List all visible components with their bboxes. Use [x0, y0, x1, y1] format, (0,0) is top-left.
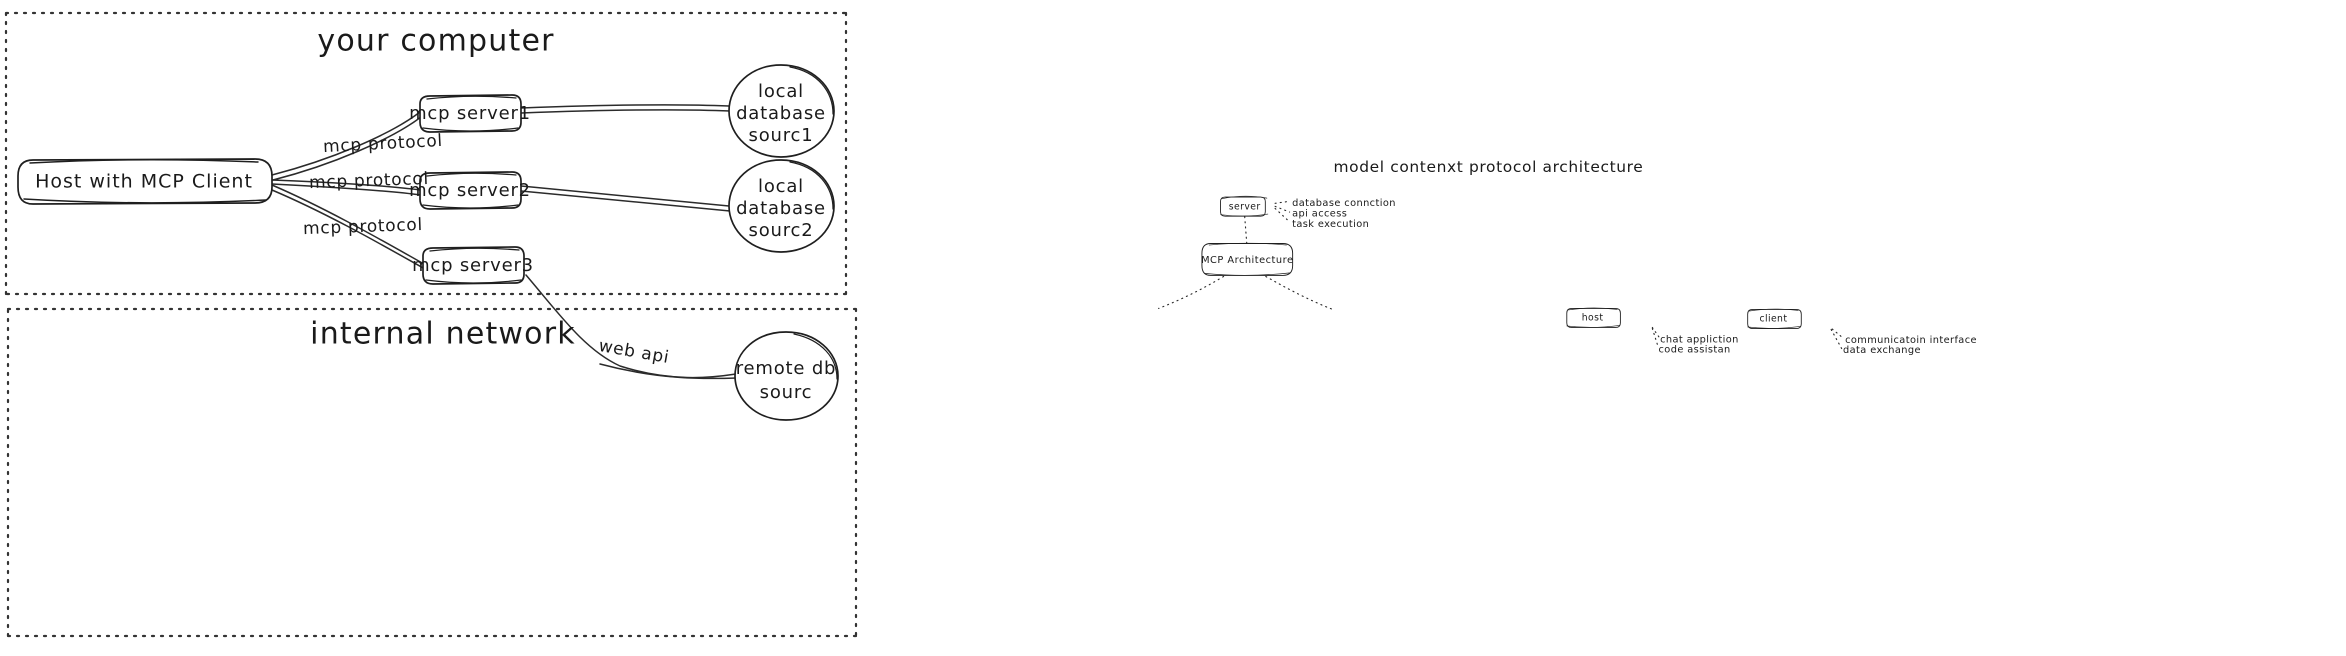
node-label-mcp-architecture: MCP Architecture: [1201, 255, 1293, 266]
annotation-host: chat appliction code assistan: [1659, 334, 1739, 355]
edge-host-server3: [271, 184, 426, 270]
node-mcp-server1[interactable]: mcp server1: [409, 94, 531, 133]
node-label-local-db-1-line1: local: [758, 81, 804, 102]
annotation-leaders-host: [1651, 326, 1661, 349]
annotation-server-line2: api access: [1292, 209, 1347, 220]
node-label-local-db-2-line2: database: [736, 198, 826, 219]
node-mcp-server3[interactable]: mcp server3: [412, 246, 534, 285]
annotation-client-line1: communicatoin interface: [1845, 335, 1977, 346]
node-host-right[interactable]: host: [1566, 307, 1621, 328]
node-local-db-2[interactable]: local database sourc2: [728, 159, 835, 253]
node-label-remote-db-line1: remote db: [736, 358, 837, 379]
node-mcp-server2[interactable]: mcp server2: [409, 171, 531, 210]
edge-server-to-architecture: [1244, 216, 1248, 245]
node-label-server: server: [1229, 201, 1261, 212]
edge-host-server1: [271, 111, 422, 181]
node-label-mcp-server2: mcp server2: [409, 180, 531, 201]
edge-server1-db1: [520, 104, 731, 114]
edge-label-mcp-protocol-2: mcp protocol: [309, 169, 429, 193]
node-label-local-db-1-line3: sourc1: [749, 125, 814, 146]
node-host-with-mcp-client[interactable]: Host with MCP Client: [17, 158, 273, 205]
annotation-client-line2: data exchange: [1843, 345, 1921, 356]
container-title-internal-network: internal network: [310, 317, 576, 352]
edge-server2-db2: [520, 185, 731, 212]
edge-architecture-to-client: [1265, 275, 1334, 311]
annotation-host-line2: code assistan: [1659, 345, 1731, 356]
annotation-server: database connction api access task execu…: [1292, 198, 1396, 230]
node-label-local-db-2-line1: local: [758, 176, 804, 197]
edge-server3-remotedb: [525, 274, 738, 380]
annotation-leaders-server: [1274, 200, 1291, 223]
right-diagram-title: model contenxt protocol architecture: [1333, 158, 1643, 176]
edge-host-server2: [271, 179, 422, 196]
annotation-server-line1: database connction: [1292, 198, 1396, 209]
node-client[interactable]: client: [1747, 308, 1802, 329]
node-label-mcp-server3: mcp server3: [412, 255, 534, 276]
right-diagram: model contenxt protocol architecture: [1158, 158, 1977, 356]
node-label-client: client: [1759, 314, 1787, 325]
node-remote-db[interactable]: remote db sourc: [734, 331, 839, 421]
edge-label-mcp-protocol-1: mcp protocol: [323, 131, 444, 157]
node-label-remote-db-line2: sourc: [760, 382, 813, 403]
annotation-host-line1: chat appliction: [1660, 334, 1739, 345]
edge-label-mcp-protocol-3: mcp protocol: [303, 215, 423, 239]
node-server[interactable]: server: [1220, 195, 1269, 217]
node-label-host-right: host: [1582, 313, 1604, 324]
node-label-local-db-2-line3: sourc2: [749, 220, 814, 241]
container-internal-network: [6, 307, 858, 638]
edge-architecture-to-host: [1158, 275, 1225, 309]
node-label-mcp-server1: mcp server1: [409, 103, 531, 124]
node-mcp-architecture[interactable]: MCP Architecture: [1201, 242, 1294, 276]
annotation-client: communicatoin interface data exchange: [1843, 335, 1977, 356]
container-title-your-computer: your computer: [317, 24, 554, 59]
annotation-leaders-client: [1830, 328, 1845, 350]
annotation-server-line3: task execution: [1292, 219, 1369, 230]
node-label-local-db-1-line2: database: [736, 103, 826, 124]
node-local-db-1[interactable]: local database sourc1: [728, 64, 835, 158]
edge-label-web-api: web api: [597, 336, 671, 368]
node-label-host: Host with MCP Client: [35, 171, 253, 193]
